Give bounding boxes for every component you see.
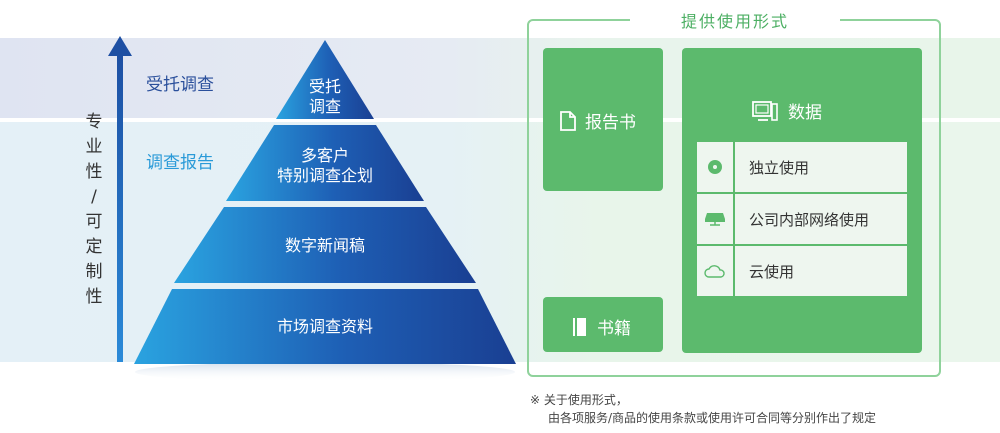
data-item-label: 独立使用 <box>749 158 810 177</box>
footnote-line1: ※ 关于使用形式， <box>530 393 628 407</box>
axis-char: 业 <box>85 137 103 157</box>
axis-char: 可 <box>85 212 103 232</box>
axis-char: 制 <box>85 262 103 282</box>
axis-char: 定 <box>85 237 103 257</box>
item-divider <box>733 194 735 244</box>
axis-label: 专 业 性 / 可 定 制 性 <box>84 110 104 310</box>
axis-char: 性 <box>85 287 103 307</box>
book-icon <box>573 317 586 336</box>
band-separator <box>0 118 1000 122</box>
books-box: 书籍 <box>543 297 663 352</box>
pyramid-tier-1 <box>276 40 374 119</box>
data-item-label: 云使用 <box>749 262 795 281</box>
disc-icon <box>708 160 722 174</box>
document-icon <box>560 110 576 131</box>
item-divider <box>733 246 735 296</box>
report-caption: 报告书 <box>559 108 636 133</box>
pyramid-tier-3 <box>174 207 476 283</box>
data-item-label: 公司内部网络使用 <box>749 210 870 229</box>
data-item-cloud: 云使用 <box>697 246 907 296</box>
tier4-text: 市场调查资料 <box>276 317 373 336</box>
server-icon <box>705 213 725 226</box>
tier1-line1: 受托 <box>308 77 341 96</box>
pyramid-shadow <box>135 362 515 380</box>
axis-char: / <box>91 187 97 207</box>
books-caption: 书籍 <box>571 314 631 339</box>
tier2-text: 多客户 特别调查企划 <box>245 146 405 186</box>
cloud-icon <box>704 265 725 278</box>
pyramid-tier-2 <box>226 125 424 201</box>
data-label: 数据 <box>788 103 822 123</box>
data-caption: 数据 <box>752 98 822 123</box>
books-label: 书籍 <box>597 319 631 339</box>
axis-arrow-shaft <box>117 52 123 362</box>
axis-char: 性 <box>85 162 103 182</box>
footnote: ※ 关于使用形式， 由各项服务/商品的使用条款或使用许可合同等分别作出了规定 <box>530 391 876 427</box>
report-box: 报告书 <box>543 48 663 191</box>
report-label: 报告书 <box>585 113 636 133</box>
provision-title: 提供使用形式 <box>630 8 840 32</box>
tier1-line2: 调查 <box>308 97 341 116</box>
pyramid-tier-4 <box>134 289 516 364</box>
tier1-text: 受托 调查 <box>290 77 360 117</box>
computer-icon <box>752 100 778 121</box>
label-survey-report: 调查报告 <box>146 153 214 173</box>
axis-char: 专 <box>85 112 103 132</box>
tier2-line1: 多客户 <box>300 146 349 165</box>
axis-arrow-head-icon <box>108 36 132 56</box>
data-item-standalone: 独立使用 <box>697 142 907 192</box>
label-commissioned-survey: 受托调查 <box>146 75 214 95</box>
pyramid <box>134 40 516 380</box>
data-item-intranet: 公司内部网络使用 <box>697 194 907 244</box>
tier3-text: 数字新闻稿 <box>284 236 365 255</box>
item-divider <box>733 142 735 192</box>
tier2-line2: 特别调查企划 <box>276 166 373 185</box>
footnote-line2: 由各项服务/商品的使用条款或使用许可合同等分别作出了规定 <box>548 411 877 425</box>
